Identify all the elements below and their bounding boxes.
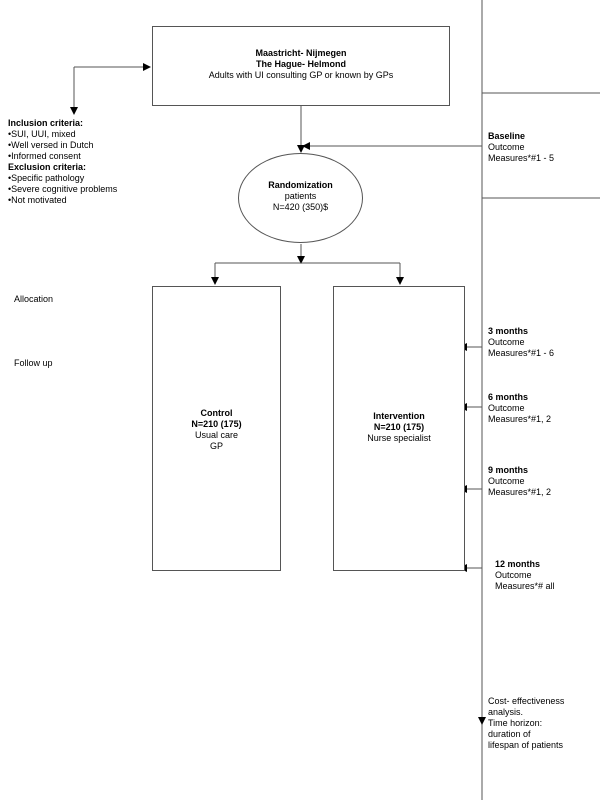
intervention-provider: Nurse specialist bbox=[367, 433, 431, 443]
exclusion-item: Severe cognitive problems bbox=[8, 184, 148, 195]
twelve-month-measures: Measures*# all bbox=[495, 581, 555, 591]
recruitment-population: Adults with UI consulting GP or known by… bbox=[208, 70, 394, 80]
cost-line: analysis. bbox=[488, 707, 524, 717]
control-box: Control N=210 (175) Usual care GP bbox=[152, 286, 281, 571]
three-month-label: 3 months Outcome Measures*#1 - 6 bbox=[488, 326, 554, 359]
exclusion-title: Exclusion criteria: bbox=[8, 162, 87, 172]
recruitment-box: Maastricht- Nijmegen The Hague- Helmond … bbox=[152, 26, 450, 106]
randomization-node: Randomization patients N=420 (350)$ bbox=[238, 153, 363, 243]
criteria-text: Inclusion criteria: SUI, UUI, mixed Well… bbox=[8, 118, 148, 206]
twelve-month-label: 12 months Outcome Measures*# all bbox=[495, 559, 555, 592]
follow-up-label: Follow up bbox=[14, 358, 53, 368]
baseline-outcome: Outcome bbox=[488, 142, 525, 152]
inclusion-item: Informed consent bbox=[8, 151, 148, 162]
nine-month-label: 9 months Outcome Measures*#1, 2 bbox=[488, 465, 551, 498]
six-month-label: 6 months Outcome Measures*#1, 2 bbox=[488, 392, 551, 425]
intervention-n: N=210 (175) bbox=[373, 422, 425, 432]
baseline-title: Baseline bbox=[488, 131, 526, 141]
randomization-title: Randomization bbox=[268, 180, 333, 190]
control-n: N=210 (175) bbox=[191, 419, 242, 429]
cost-line: Time horizon: bbox=[488, 718, 543, 728]
three-month-measures: Measures*#1 - 6 bbox=[488, 348, 555, 358]
inclusion-item: Well versed in Dutch bbox=[8, 140, 148, 151]
three-month-title: 3 months bbox=[488, 326, 529, 336]
three-month-outcome: Outcome bbox=[488, 337, 525, 347]
cost-line: lifespan of patients bbox=[488, 740, 564, 750]
randomization-n: N=420 (350)$ bbox=[272, 202, 329, 212]
twelve-month-outcome: Outcome bbox=[495, 570, 532, 580]
inclusion-item: SUI, UUI, mixed bbox=[8, 129, 148, 140]
nine-month-title: 9 months bbox=[488, 465, 529, 475]
recruitment-sites-1: Maastricht- Nijmegen bbox=[255, 48, 347, 58]
six-month-title: 6 months bbox=[488, 392, 529, 402]
nine-month-measures: Measures*#1, 2 bbox=[488, 487, 552, 497]
randomization-sub: patients bbox=[284, 191, 317, 201]
intervention-title: Intervention bbox=[373, 411, 425, 421]
intervention-box: Intervention N=210 (175) Nurse specialis… bbox=[333, 286, 465, 571]
cost-effectiveness-label: Cost- effectiveness analysis. Time horiz… bbox=[488, 696, 564, 751]
cost-line: duration of bbox=[488, 729, 531, 739]
control-title: Control bbox=[200, 408, 233, 418]
six-month-outcome: Outcome bbox=[488, 403, 525, 413]
recruitment-sites-2: The Hague- Helmond bbox=[255, 59, 346, 69]
control-care: Usual care bbox=[194, 430, 239, 440]
allocation-label: Allocation bbox=[14, 294, 54, 304]
twelve-month-title: 12 months bbox=[495, 559, 541, 569]
exclusion-item: Specific pathology bbox=[8, 173, 148, 184]
baseline-measures: Measures*#1 - 5 bbox=[488, 153, 555, 163]
baseline-label: Baseline Outcome Measures*#1 - 5 bbox=[488, 131, 554, 164]
six-month-measures: Measures*#1, 2 bbox=[488, 414, 552, 424]
nine-month-outcome: Outcome bbox=[488, 476, 525, 486]
cost-line: Cost- effectiveness bbox=[488, 696, 565, 706]
exclusion-item: Not motivated bbox=[8, 195, 148, 206]
inclusion-title: Inclusion criteria: bbox=[8, 118, 84, 128]
control-provider: GP bbox=[209, 441, 223, 451]
